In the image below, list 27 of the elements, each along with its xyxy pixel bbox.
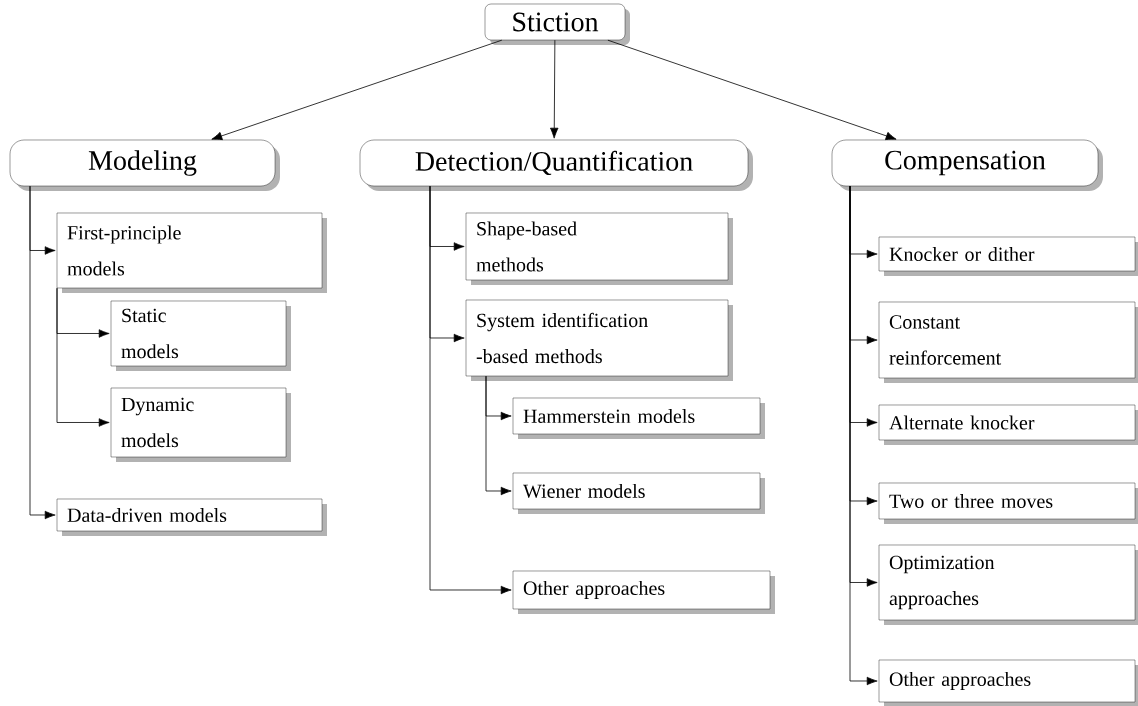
category-box: Detection/Quantification	[359, 139, 753, 191]
category-box: Compensation	[831, 139, 1103, 191]
method-box: Wiener models	[512, 472, 765, 514]
method-box: Two or three moves	[878, 482, 1138, 524]
method-box: Data-driven models	[56, 498, 327, 536]
method-box: Hammerstein models	[512, 397, 765, 439]
method-box: Constant reinforcement	[878, 301, 1138, 383]
method-box: Static models	[110, 300, 291, 371]
arrow	[849, 185, 878, 686]
arrow	[607, 39, 897, 140]
method-box: Other approaches	[878, 659, 1138, 706]
arrow	[550, 39, 559, 139]
method-box: Other approaches	[512, 570, 775, 614]
category-box: Modeling	[9, 139, 280, 191]
method-box: Dynamic models	[110, 387, 291, 462]
arrow	[56, 287, 110, 427]
root-box: Stiction	[484, 3, 630, 45]
method-box: First-principle models	[56, 212, 327, 293]
arrow	[429, 185, 512, 595]
method-box: Shape-based methods	[465, 212, 733, 285]
arrow	[29, 185, 56, 520]
method-box: Alternate knocker	[878, 404, 1138, 445]
method-box: System identification -based methods	[465, 299, 733, 381]
method-box: Knocker or dither	[878, 236, 1138, 276]
arrow	[211, 39, 503, 141]
arrow	[485, 375, 512, 496]
method-box: Optimization approaches	[878, 544, 1138, 625]
